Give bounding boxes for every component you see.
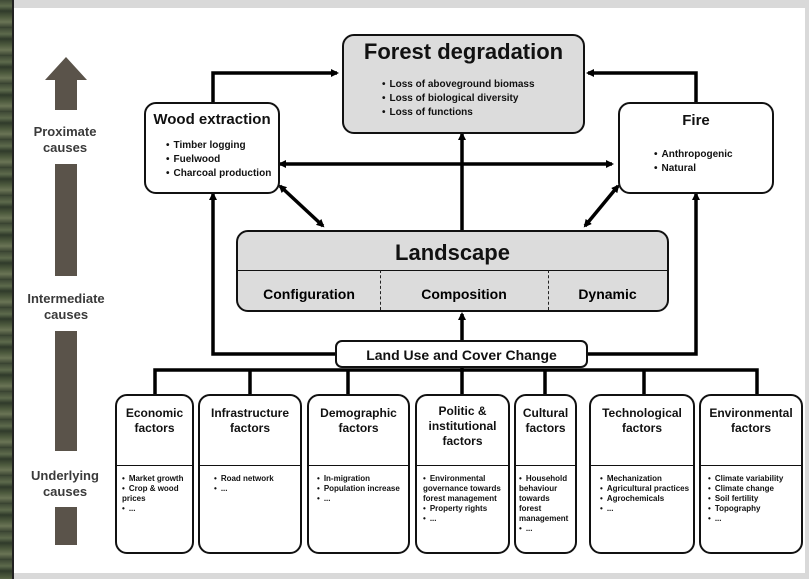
factor-divider: [516, 465, 575, 466]
factor-divider: [200, 465, 300, 466]
landscape-separator: [380, 270, 381, 310]
factor-item: ...: [423, 514, 505, 524]
fire-item: Anthropogenic: [654, 148, 733, 162]
label-underlying-causes: Underlying causes: [16, 468, 114, 500]
forest-degradation-title: Forest degradation: [363, 39, 564, 64]
label-proximate-causes-word: causes: [42, 140, 88, 155]
arrow-fire-landscape: [583, 184, 620, 228]
landscape-divider: [238, 270, 667, 271]
background-photo-strip: [0, 0, 12, 579]
lucc-box: Land Use and Cover Change: [335, 340, 588, 368]
forest-degradation-list: Loss of aboveground biomass Loss of biol…: [382, 78, 535, 120]
landscape-title: Landscape: [395, 240, 510, 265]
factor-item: Agricultural practices: [600, 484, 690, 494]
fire-box: Fire Anthropogenic Natural: [618, 102, 774, 194]
factor-item: ...: [214, 484, 297, 494]
factor-divider: [701, 465, 801, 466]
forest-item: Loss of functions: [382, 106, 535, 120]
factor-divider: [417, 465, 508, 466]
fire-title: Fire: [682, 112, 710, 129]
landscape-box: Landscape Configuration Composition Dyna…: [236, 230, 669, 312]
factor-item: Topography: [708, 504, 798, 514]
landscape-separator: [548, 270, 549, 310]
arrow-wood-to-forest: [211, 69, 339, 102]
factor-item: In-migration: [317, 474, 405, 484]
factor-item: ...: [600, 504, 690, 514]
factor-item: ...: [317, 494, 405, 504]
factor-bus-line: [153, 368, 759, 394]
wood-item: Timber logging: [166, 139, 271, 153]
factor-item: Property rights: [423, 504, 505, 514]
wood-extraction-box: Wood extraction Timber logging Fuelwood …: [144, 102, 280, 194]
economic-factors-list: Market growth Crop & wood prices ...: [122, 474, 189, 514]
label-underlying-causes-word: causes: [42, 484, 88, 499]
lucc-title: Land Use and Cover Change: [366, 347, 557, 363]
factor-item: ...: [122, 504, 189, 514]
label-underlying: Underlying: [31, 468, 99, 483]
label-intermediate: Intermediate: [27, 291, 105, 306]
technological-factors-list: Mechanization Agricultural practices Agr…: [600, 474, 690, 514]
arrow-lucc-to-wood: [209, 192, 335, 356]
arrow-fire-to-forest: [586, 69, 698, 102]
factor-item: Road network: [214, 474, 297, 484]
fire-item: Natural: [654, 162, 733, 176]
factor-divider: [117, 465, 192, 466]
factor-item: Climate variability: [708, 474, 798, 484]
factor-item: Agrochemicals: [600, 494, 690, 504]
factor-item: Mechanization: [600, 474, 690, 484]
arrow-lucc-to-fire: [588, 192, 700, 356]
factor-item: Environmental governance towards forest …: [423, 474, 505, 504]
label-proximate-causes: Proximate causes: [16, 124, 114, 156]
label-intermediate-causes: Intermediate causes: [14, 291, 118, 323]
causal-axis-arrow: [45, 57, 87, 545]
landscape-composition: Composition: [421, 286, 507, 302]
fire-list: Anthropogenic Natural: [654, 148, 733, 176]
demographic-factors-list: In-migration Population increase ...: [317, 474, 405, 504]
factor-item: Market growth: [122, 474, 189, 484]
environmental-factors-list: Climate variability Climate change Soil …: [708, 474, 798, 524]
factor-item: Climate change: [708, 484, 798, 494]
factor-item: ...: [708, 514, 798, 524]
factor-divider: [591, 465, 693, 466]
forest-item: Loss of biological diversity: [382, 92, 535, 106]
landscape-dynamic: Dynamic: [578, 286, 637, 302]
wood-extraction-list: Timber logging Fuelwood Charcoal product…: [166, 139, 272, 181]
factor-divider: [309, 465, 408, 466]
wood-item: Fuelwood: [166, 153, 271, 167]
forest-item: Loss of aboveground biomass: [382, 78, 535, 92]
politic-institutional-factors-list: Environmental governance towards forest …: [423, 474, 505, 524]
cultural-factors-list: Household behaviour towards forest manag…: [519, 474, 573, 534]
factor-item: Household behaviour towards forest manag…: [519, 474, 573, 524]
label-proximate: Proximate: [33, 124, 97, 139]
wood-item: Charcoal production: [166, 167, 272, 181]
landscape-configuration: Configuration: [263, 286, 355, 302]
factor-item: Crop & wood prices: [122, 484, 189, 504]
forest-degradation-box: Forest degradation Loss of aboveground b…: [342, 34, 585, 134]
factor-item: Soil fertility: [708, 494, 798, 504]
factor-item: Population increase: [317, 484, 405, 494]
factor-item: ...: [519, 524, 573, 534]
label-intermediate-causes-word: causes: [43, 307, 89, 322]
infrastructure-factors-list: Road network ...: [214, 474, 297, 494]
wood-extraction-title: Wood extraction: [153, 111, 271, 128]
arrow-wood-landscape: [278, 184, 325, 228]
